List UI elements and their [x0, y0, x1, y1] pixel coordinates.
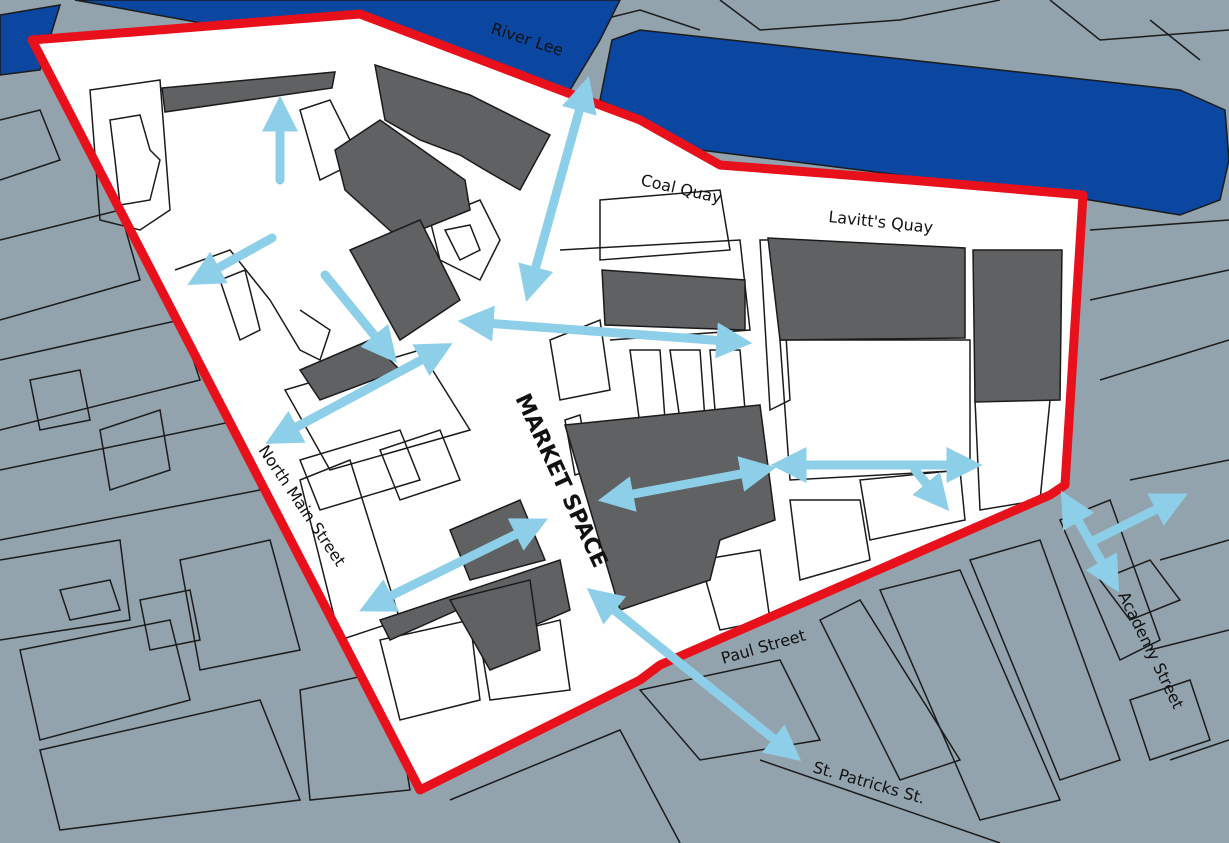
arrow-west-1 — [187, 233, 277, 285]
arrow-diag-2 — [910, 465, 950, 512]
arrow-north-main-1 — [265, 343, 453, 444]
arrow-academy-2 — [1090, 493, 1188, 545]
arrow-market-1 — [597, 456, 777, 512]
site-area — [32, 14, 1083, 790]
movement-arrows — [187, 76, 1188, 762]
arrow-st-patricks — [586, 587, 802, 762]
arrow-academy-1 — [1060, 490, 1120, 593]
arrow-diag-1 — [320, 270, 398, 364]
arrow-coal-quay — [518, 76, 597, 302]
arrow-north-main-2 — [359, 518, 548, 612]
arrow-across-1 — [457, 305, 753, 359]
